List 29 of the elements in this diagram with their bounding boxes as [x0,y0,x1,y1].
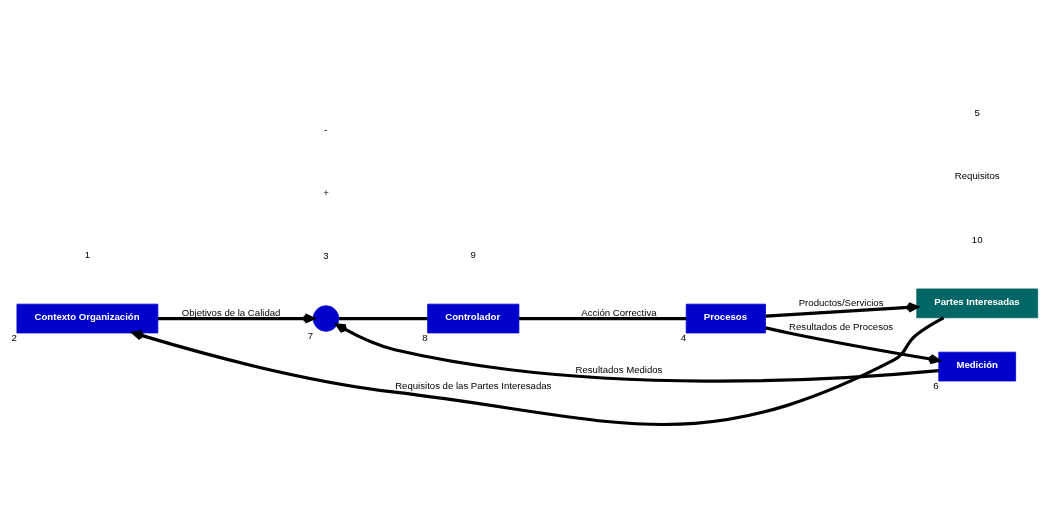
label: 9 [470,248,476,260]
node-label: 8 [422,331,428,343]
edge-label: Resultados de Procesos [789,321,894,333]
arrow [131,316,945,426]
connector [338,316,428,321]
label: 10 [971,233,983,245]
label: + [323,187,329,199]
node-label: 4 [680,331,687,343]
label: 3 [323,250,329,262]
node-circle [312,305,340,332]
edge-label: Acción Correctiva [581,306,657,318]
connector [518,316,687,321]
label: Requisitos [954,170,1000,182]
arrow [765,326,941,365]
node-box: Controlador [427,303,520,334]
node-label: 2 [11,331,17,343]
node-box: Contexto Organización [16,303,159,334]
edge-label: Productos/Servicios [798,297,884,309]
edge-label: Requisitos de las Partes Interesadas [395,380,552,392]
label: - [324,123,328,135]
label: 5 [974,107,980,119]
node-label: 7 [307,330,314,342]
node-box: Partes Interesadas [916,288,1039,319]
edge-label: Resultados Medidos [575,364,663,376]
node-box: Procesos [685,303,766,334]
label: 1 [84,248,91,260]
node-box: Medición [938,351,1017,382]
edge-label: Objetivos de la Calidad [181,306,281,318]
node-label: 6 [933,379,939,391]
